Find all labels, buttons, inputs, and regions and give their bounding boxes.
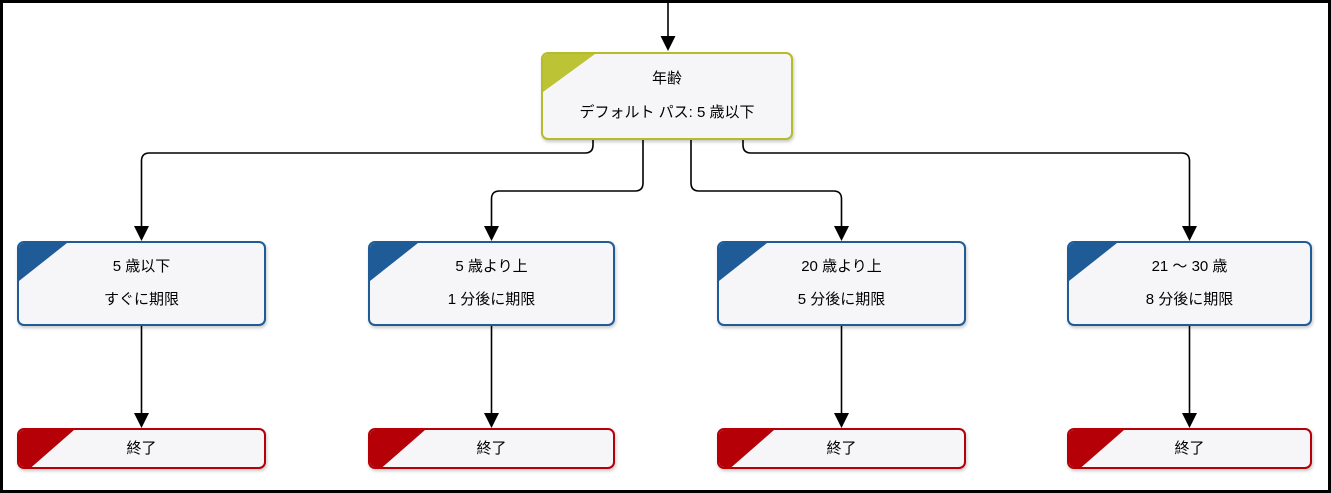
branch-condition: 5 歳より上 (455, 258, 528, 276)
end-label: 終了 (476, 439, 507, 457)
arrowhead-branch1 (134, 226, 149, 241)
edge-root-branch1 (140, 140, 594, 226)
end-label: 終了 (1174, 439, 1205, 457)
end-label: 終了 (126, 439, 157, 457)
node-accent-corner (370, 430, 425, 467)
arrowhead-end2 (484, 413, 499, 428)
node-accent-corner (1069, 430, 1124, 467)
edge-root-branch2 (490, 140, 644, 226)
end-node-4[interactable]: 終了 (1067, 428, 1312, 469)
branch-action: すぐに期限 (103, 290, 179, 308)
end-node-2[interactable]: 終了 (368, 428, 615, 469)
branch-action: 5 分後に期限 (797, 290, 886, 308)
branch-node-2[interactable]: 5 歳より上 1 分後に期限 (368, 241, 615, 326)
branch-condition: 20 歳より上 (801, 258, 882, 276)
branch-node-3[interactable]: 20 歳より上 5 分後に期限 (717, 241, 966, 326)
node-accent-corner (719, 430, 774, 467)
decision-node-age[interactable]: 年齢 デフォルト パス: 5 歳以下 (541, 52, 793, 140)
branch-node-1[interactable]: 5 歳以下 すぐに期限 (17, 241, 266, 326)
node-accent-corner (1069, 243, 1117, 281)
node-accent-corner (543, 54, 595, 92)
end-node-3[interactable]: 終了 (717, 428, 966, 469)
edge-root-branch3 (690, 140, 843, 226)
node-default-path: デフォルト パス: 5 歳以下 (579, 104, 755, 121)
branch-action: 1 分後に期限 (447, 290, 536, 308)
node-accent-corner (370, 243, 418, 281)
arrowhead-end1 (134, 413, 149, 428)
arrowhead-branch4 (1182, 226, 1197, 241)
node-accent-corner (719, 243, 767, 281)
node-accent-corner (19, 243, 67, 281)
arrowhead-incoming (660, 36, 676, 51)
node-accent-corner (19, 430, 74, 467)
end-node-1[interactable]: 終了 (17, 428, 266, 469)
arrowhead-branch2 (484, 226, 499, 241)
node-title: 年齢 (651, 70, 682, 87)
branch-condition: 21 ～ 30 歳 (1151, 258, 1228, 276)
branch-action: 8 分後に期限 (1145, 290, 1234, 308)
arrowhead-end4 (1182, 413, 1197, 428)
branch-condition: 5 歳以下 (112, 258, 171, 276)
edge-root-branch4 (742, 140, 1191, 226)
arrowhead-branch3 (834, 226, 849, 241)
arrowhead-end3 (834, 413, 849, 428)
branch-node-4[interactable]: 21 ～ 30 歳 8 分後に期限 (1067, 241, 1312, 326)
end-label: 終了 (826, 439, 857, 457)
